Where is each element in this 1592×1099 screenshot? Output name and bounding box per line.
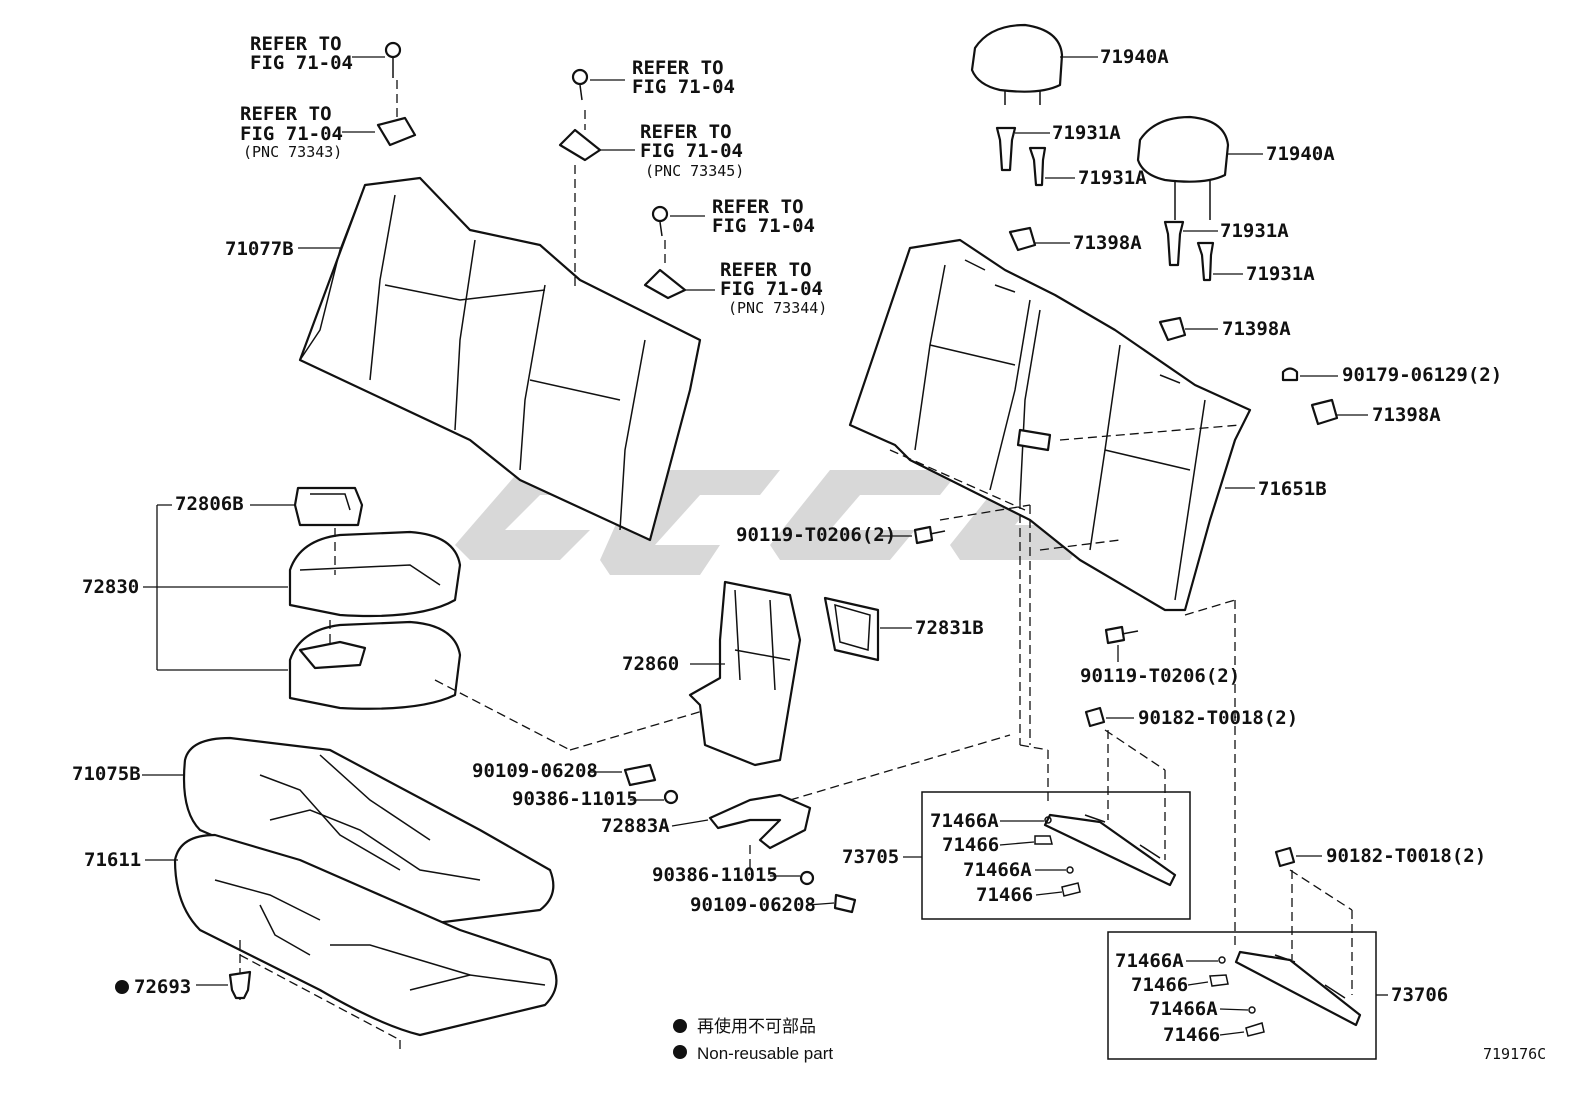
label-71075B: 71075B [72,763,141,785]
refer-c: REFER TO FIG 71-04 [571,57,735,130]
part-72693: 72693 [115,970,252,1000]
label-72831B: 72831B [915,617,984,639]
covers-71398A [1008,226,1339,426]
label-90119-a: 90119-T0206(2) [736,524,896,546]
label-90386-a: 90386-11015 [512,788,638,810]
headrest-2 [1136,115,1230,220]
bracket-72883A [623,734,1011,914]
legend-dot-2 [673,1045,687,1059]
label-71931A-4: 71931A [1246,263,1315,285]
label-72883A: 72883A [601,815,670,837]
seatback-71651B [848,238,1252,950]
legend-jp: 再使用不可部品 [697,1016,816,1036]
label-90182-a: 90182-T0018(2) [1138,707,1298,729]
pnc-73344: (PNC 73344) [728,299,827,317]
svg-text:REFER TO: REFER TO [712,196,804,218]
label-71398A-1: 71398A [1073,232,1142,254]
label-73706: 73706 [1391,984,1448,1006]
svg-text:FIG 71-04: FIG 71-04 [640,140,743,162]
refer-a-line1: REFER TO [250,33,342,55]
box1-71466A-2: 71466A [963,859,1032,881]
seat-cushion [173,736,558,1050]
label-71931A-1: 71931A [1052,122,1121,144]
refer-f: REFER TO FIG 71-04 (PNC 73344) [643,259,827,317]
label-72830: 72830 [82,576,139,598]
svg-text:FIG 71-04: FIG 71-04 [632,76,735,98]
bolt-90119-a [913,525,946,545]
label-90109-a: 90109-06208 [472,760,598,782]
figure-code: 719176C [1483,1045,1546,1063]
box2-71466-2: 71466 [1163,1024,1220,1046]
box1-71466A-1: 71466A [930,810,999,832]
label-71940A-1: 71940A [1100,46,1169,68]
label-71611: 71611 [84,849,141,871]
guides-71931A [995,126,1215,282]
pnc-73343: (PNC 73343) [243,143,342,161]
nut-90182-b [1274,846,1353,995]
refer-a-line2: FIG 71-04 [250,52,353,74]
legend-en: Non-reusable part [697,1044,833,1063]
label-72693: 72693 [134,976,191,998]
label-71931A-3: 71931A [1220,220,1289,242]
label-73705: 73705 [842,846,899,868]
box2-71466-1: 71466 [1131,974,1188,996]
label-71940A-2: 71940A [1266,143,1335,165]
refer-d: REFER TO FIG 71-04 (PNC 73345) [558,121,744,290]
svg-text:REFER TO: REFER TO [720,259,812,281]
armrest-group [288,486,741,751]
label-90179: 90179-06129(2) [1342,364,1502,386]
refer-a: REFER TO FIG 71-04 [250,33,402,120]
label-90182-b: 90182-T0018(2) [1326,845,1486,867]
box2-71466A-1: 71466A [1115,950,1184,972]
legend-dot-1 [673,1019,687,1033]
svg-text:REFER TO: REFER TO [632,57,724,79]
label-90119-b: 90119-T0206(2) [1080,665,1240,687]
refer-b: REFER TO FIG 71-04 (PNC 73343) [240,103,417,161]
label-71077B: 71077B [225,238,294,260]
label-90386-b: 90386-11015 [652,864,778,886]
label-71651B: 71651B [1258,478,1327,500]
nut-90182-a [1084,706,1166,860]
label-71398A-3: 71398A [1372,404,1441,426]
label-90109-b: 90109-06208 [690,894,816,916]
bolt-90119-b [1104,625,1139,662]
label-72860: 72860 [622,653,679,675]
svg-text:REFER TO: REFER TO [240,103,332,125]
svg-text:FIG 71-04: FIG 71-04 [240,123,343,145]
svg-text:REFER TO: REFER TO [640,121,732,143]
pnc-73345: (PNC 73345) [645,162,744,180]
refer-e: REFER TO FIG 71-04 [651,196,815,265]
box1-71466-1: 71466 [942,834,999,856]
headrest-1 [970,23,1064,105]
box-73705 [921,791,1191,920]
label-72806B: 72806B [175,493,244,515]
armrest-frame [688,580,880,767]
seatback-71077B [298,176,702,542]
non-reusable-dot [115,980,129,994]
label-71398A-2: 71398A [1222,318,1291,340]
box1-71466-2: 71466 [976,884,1033,906]
svg-text:FIG 71-04: FIG 71-04 [720,278,823,300]
legend: 再使用不可部品 Non-reusable part [673,1016,833,1063]
svg-text:FIG 71-04: FIG 71-04 [712,215,815,237]
label-71931A-2: 71931A [1078,167,1147,189]
box2-71466A-2: 71466A [1149,998,1218,1020]
